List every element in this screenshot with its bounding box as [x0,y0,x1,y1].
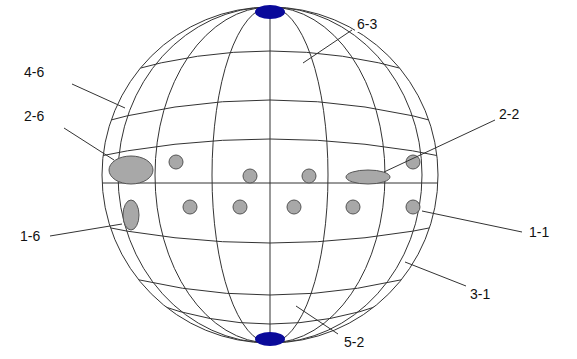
leader-line [296,306,338,334]
callout-number: 4-6 [22,64,46,80]
leader-line [72,84,125,108]
callout-number: 2-2 [497,106,521,122]
callout-number: 1-1 [527,224,551,240]
leader-line [303,30,352,63]
callout-number: 5-2 [342,334,366,350]
callout-number: 2-6 [22,108,46,124]
callout-number: 6-3 [355,16,379,32]
callout-number: 3-1 [468,286,492,302]
callout-number: 1-6 [18,228,42,244]
leader-line [384,120,495,172]
leader-line [64,128,114,160]
leader-line [422,211,522,232]
leader-line [50,224,122,236]
leader-line [405,262,466,286]
